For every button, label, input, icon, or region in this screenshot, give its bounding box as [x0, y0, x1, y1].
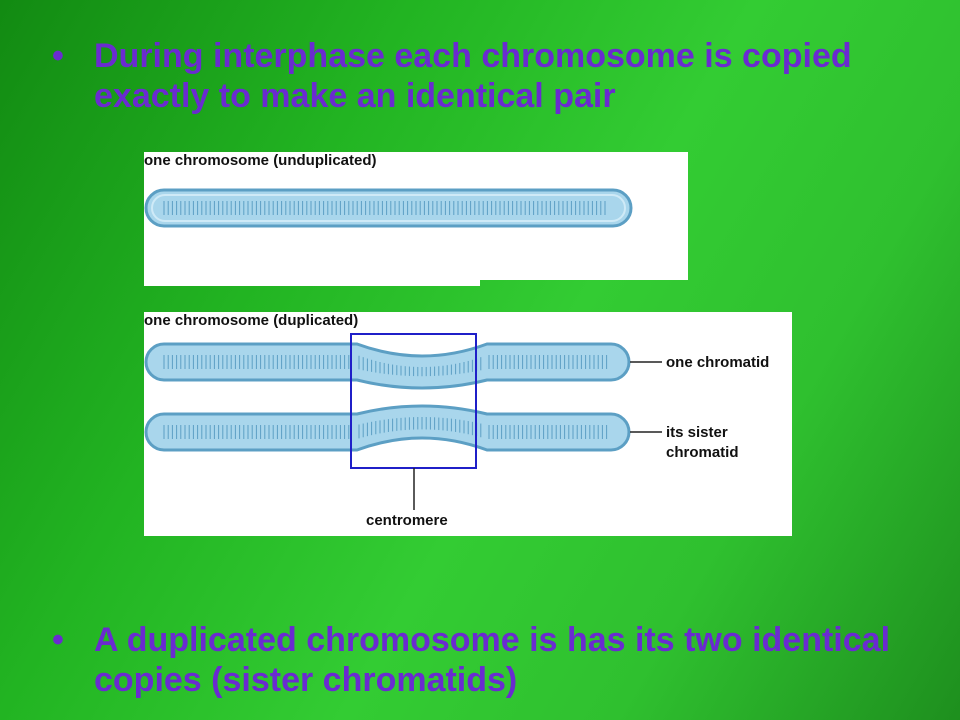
panel-gap-strip — [144, 280, 480, 286]
duplicated-caption: one chromosome (duplicated) — [144, 312, 359, 329]
label-centromere: centromere — [366, 512, 448, 529]
chromatid-stripes — [163, 355, 608, 439]
bullet-text-duplicated: A duplicated chromosome is has its two i… — [94, 621, 891, 699]
duplicated-chromosome-figure — [144, 333, 662, 510]
unduplicated-chromosome-diagram: one chromosome (unduplicated) — [144, 152, 688, 280]
unduplicated-chromosome-figure — [144, 188, 633, 228]
duplicated-chromosome-diagram: one chromosome (duplicated) one chromati… — [144, 312, 792, 536]
chromatid-upper — [144, 342, 631, 390]
bullet-marker: • — [52, 621, 64, 659]
label-one-chromatid: one chromatid — [666, 354, 770, 371]
chromosome-body — [144, 188, 633, 228]
bullet-text-interphase: During interphase each chromosome is cop… — [94, 37, 852, 115]
bullet-marker: • — [52, 37, 64, 75]
chromosome-highlight — [151, 194, 626, 222]
unduplicated-caption: one chromosome (unduplicated) — [144, 152, 377, 169]
chromosome-stripes — [163, 201, 606, 215]
chromatid-lower — [144, 404, 631, 452]
label-sister-line2: chromatid — [666, 444, 739, 461]
label-sister-line1: its sister — [666, 424, 728, 441]
